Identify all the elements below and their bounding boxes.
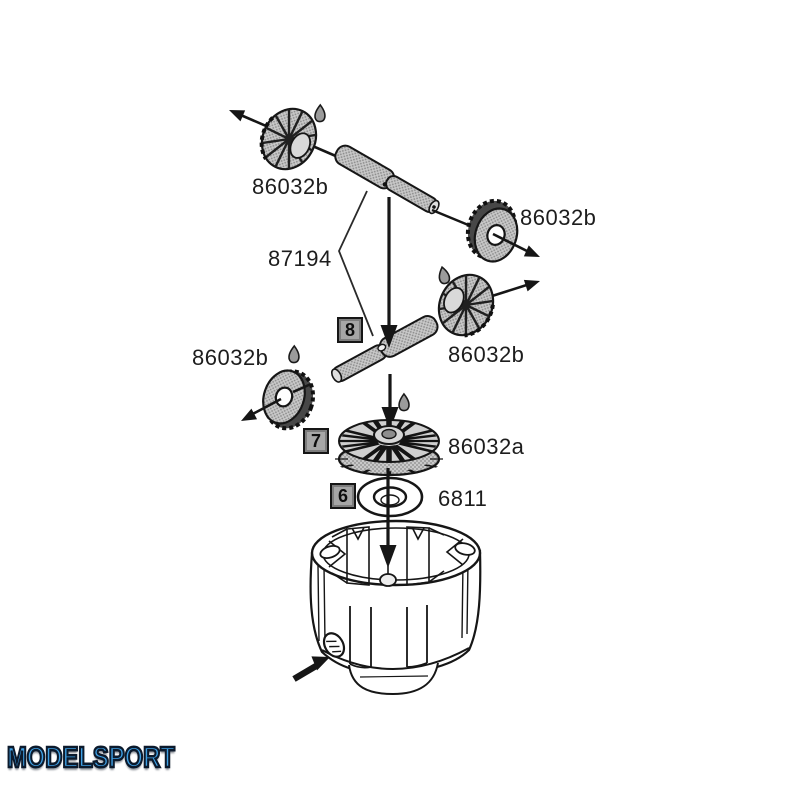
axle-arrow-top-right-head bbox=[492, 232, 540, 257]
bevel-gear-mid-right bbox=[437, 273, 495, 338]
oil-drop-icon-mid-right bbox=[438, 265, 451, 285]
crown-gear-86032a bbox=[335, 419, 443, 477]
screw-pointer-arrow bbox=[292, 656, 330, 682]
oil-drop-icon-top-left bbox=[314, 103, 326, 123]
diff-housing bbox=[309, 519, 482, 696]
label-gear-top-left: 86032b bbox=[252, 174, 329, 199]
bevel-gear-mid-left bbox=[262, 369, 316, 431]
modelsport-logo: MODELSPORT bbox=[6, 741, 176, 776]
housing-screw-hole bbox=[322, 632, 346, 658]
shim-ring-6811 bbox=[356, 476, 424, 518]
label-shafts-87194: 87194 bbox=[268, 246, 332, 271]
label-gear-top-right: 86032b bbox=[520, 205, 597, 230]
housing-center-ball bbox=[379, 573, 397, 587]
step-box-7: 7 bbox=[303, 428, 329, 454]
oil-drop-icon-crown bbox=[398, 392, 410, 412]
step-box-6: 6 bbox=[330, 483, 356, 509]
label-crown-gear: 86032a bbox=[448, 434, 525, 459]
drive-shaft-lower-87194 bbox=[330, 315, 439, 383]
axle-arrow-mid-left bbox=[241, 382, 312, 421]
assembly-arrow-upper-head bbox=[380, 325, 398, 348]
assembly-arrow-lower bbox=[379, 468, 397, 587]
label-gear-mid-right: 86032b bbox=[448, 342, 525, 367]
leader-line-87194 bbox=[338, 190, 374, 337]
step-box-8: 8 bbox=[337, 317, 363, 343]
label-gear-mid-left: 86032b bbox=[192, 345, 269, 370]
drive-shaft-upper-87194 bbox=[334, 144, 440, 215]
oil-drop-icon-mid-left bbox=[288, 344, 300, 364]
bevel-gear-top-right bbox=[465, 198, 519, 263]
bevel-gear-top-left bbox=[259, 107, 318, 171]
label-shim-6811: 6811 bbox=[438, 486, 488, 511]
assembly-arrow-middle bbox=[381, 374, 399, 430]
